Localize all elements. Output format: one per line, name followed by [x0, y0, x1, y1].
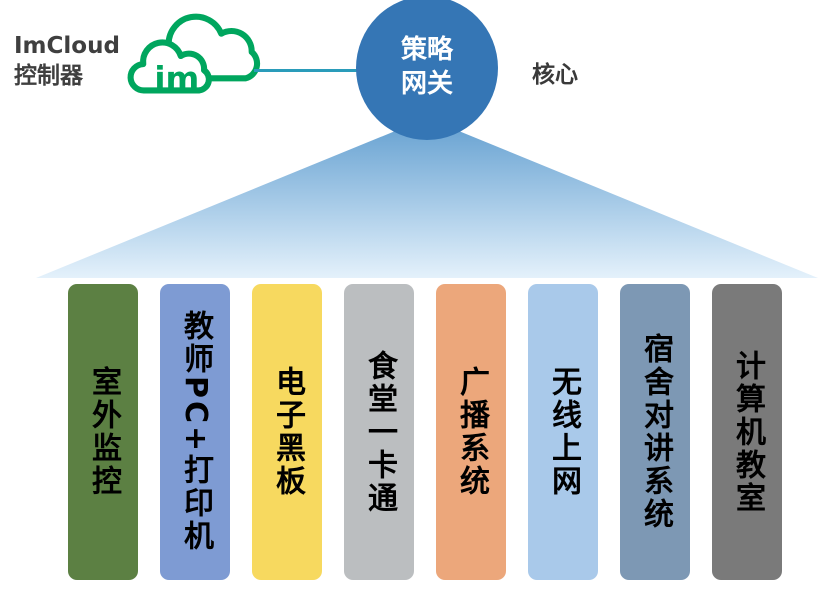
- device-column-label: 室外监控: [86, 366, 121, 498]
- device-column-label: 无线上网: [546, 366, 581, 498]
- policy-gateway-node: 策略 网关: [356, 0, 498, 140]
- device-column-3: 电子黑板: [252, 284, 322, 580]
- device-column-label: 食堂一卡通: [362, 349, 397, 515]
- imcloud-controller-label: ImCloud 控制器: [14, 33, 120, 89]
- device-column-1: 室外监控: [68, 284, 138, 580]
- device-column-2: 教师PC+打印机: [160, 284, 230, 580]
- device-column-6: 无线上网: [528, 284, 598, 580]
- imcloud-cloud-icon: im: [124, 4, 276, 108]
- connector-line: [254, 69, 362, 72]
- device-column-label: 广播系统: [454, 366, 489, 498]
- core-label: 核心: [532, 62, 578, 88]
- device-column-7: 宿舍对讲系统: [620, 284, 690, 580]
- device-column-4: 食堂一卡通: [344, 284, 414, 580]
- device-column-label: 宿舍对讲系统: [638, 333, 673, 531]
- distribution-funnel: [36, 118, 818, 278]
- cloud-logo-text: im: [154, 59, 199, 97]
- device-column-8: 计算机教室: [712, 284, 782, 580]
- device-column-label: 教师PC+打印机: [178, 310, 213, 554]
- device-column-5: 广播系统: [436, 284, 506, 580]
- device-column-label: 电子黑板: [270, 366, 305, 498]
- device-columns: 室外监控 教师PC+打印机 电子黑板 食堂一卡通 广播系统 无线上网 宿舍对讲系统 计算机教室: [68, 284, 784, 580]
- device-column-label: 计算机教室: [730, 349, 765, 515]
